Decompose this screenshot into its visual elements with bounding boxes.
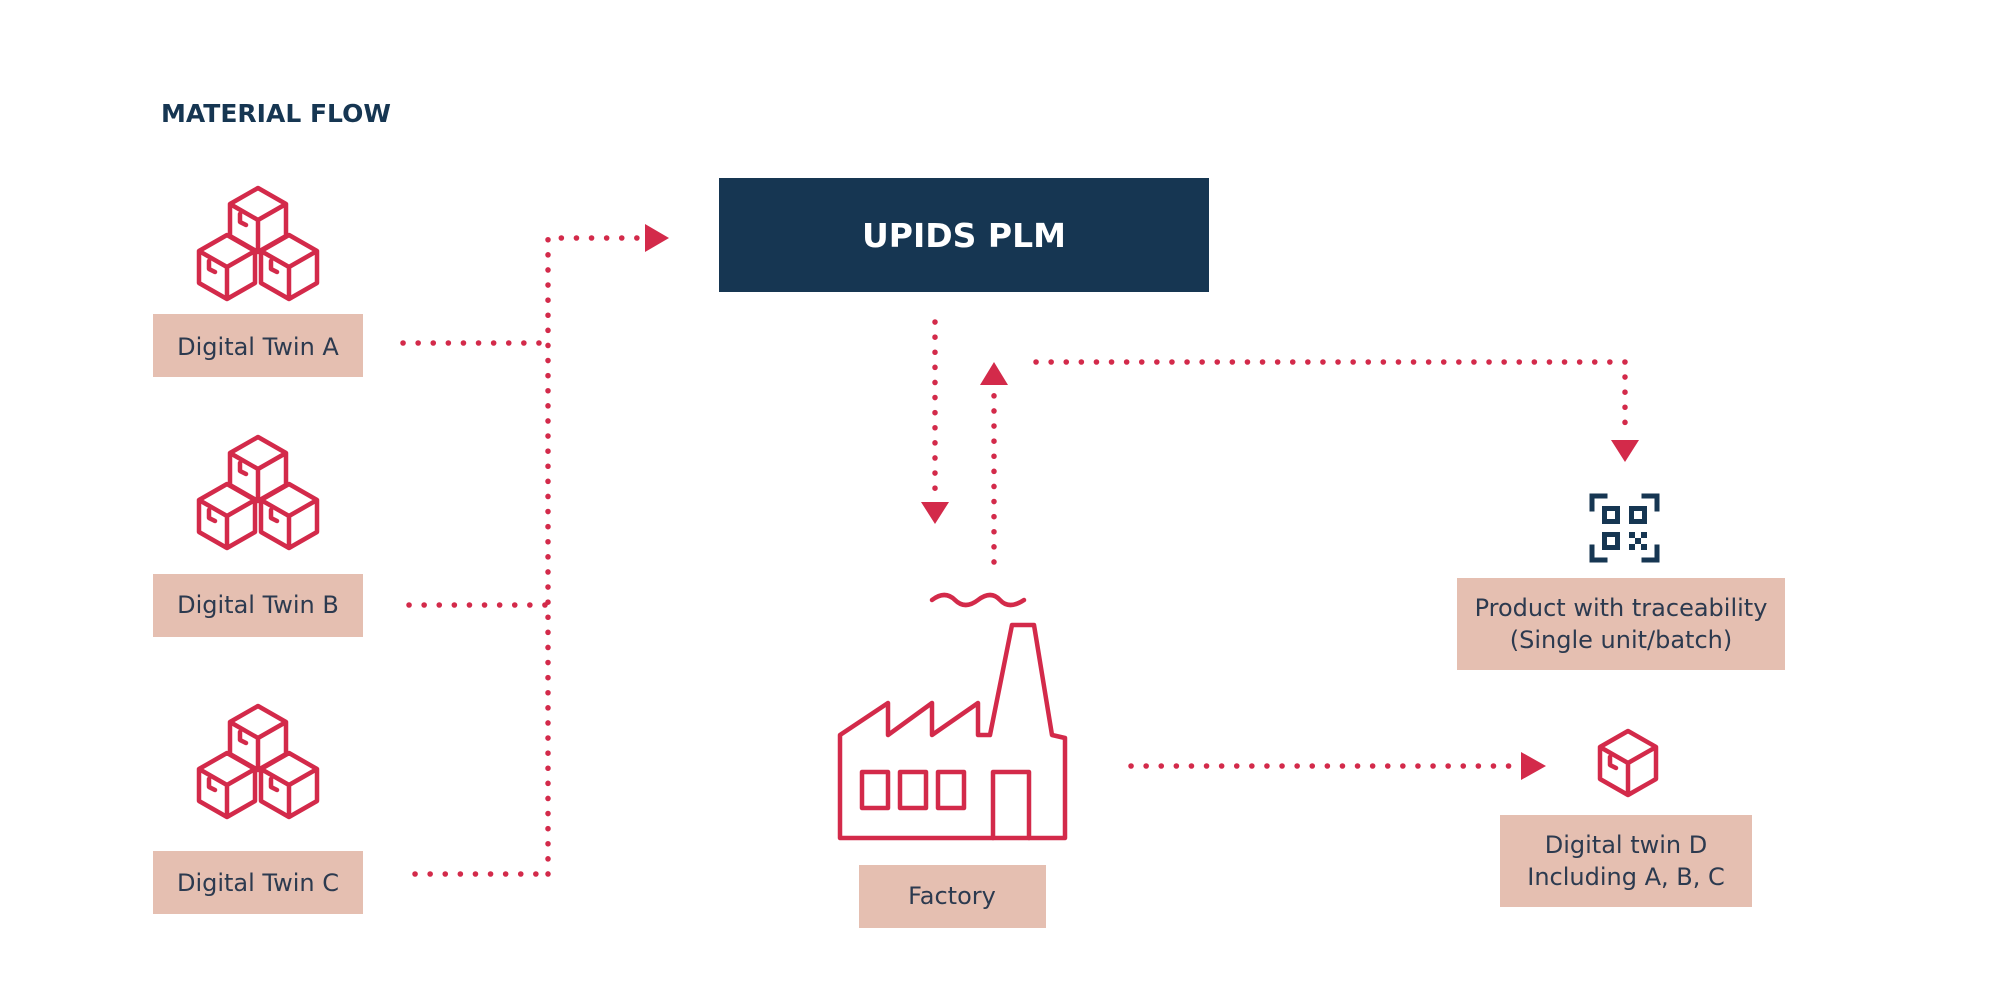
product-label-line2: (Single unit/batch) [1510, 626, 1732, 654]
plm-label: UPIDS PLM [862, 216, 1066, 255]
twin-connectors [400, 235, 645, 877]
twin-a-label-box [153, 314, 363, 377]
arrow-to-plm [645, 224, 669, 252]
product-label-box [1457, 578, 1785, 670]
twin-b-label-box [153, 574, 363, 637]
twin-c-icon [199, 706, 317, 817]
qr-scan-icon [1589, 493, 1660, 563]
twin-a-icon [199, 188, 317, 299]
twin-b-icon [199, 437, 317, 548]
twin-a-label: Digital Twin A [177, 333, 339, 361]
factory-label: Factory [908, 882, 996, 910]
twin-d-label-line1: Digital twin D [1545, 831, 1708, 859]
twin-d-box-icon [1600, 731, 1656, 795]
factory-label-box [859, 865, 1046, 928]
plm-factory-connectors [932, 319, 1628, 565]
arrow-up-plm [980, 362, 1008, 385]
diagram-title: MATERIAL FLOW [161, 99, 391, 128]
twin-c-label-box [153, 851, 363, 914]
twin-b-label: Digital Twin B [177, 591, 339, 619]
arrow-down-factory [921, 502, 949, 524]
product-label-line1: Product with traceability [1475, 594, 1768, 622]
arrow-to-twin-d [1521, 752, 1546, 780]
arrow-down-product [1611, 440, 1639, 462]
plm-box [719, 178, 1209, 292]
factory-icon [837, 592, 1068, 841]
twin-c-label: Digital Twin C [177, 869, 339, 897]
twin-d-label-line2: Including A, B, C [1527, 863, 1725, 891]
twin-d-label-box [1500, 815, 1752, 907]
